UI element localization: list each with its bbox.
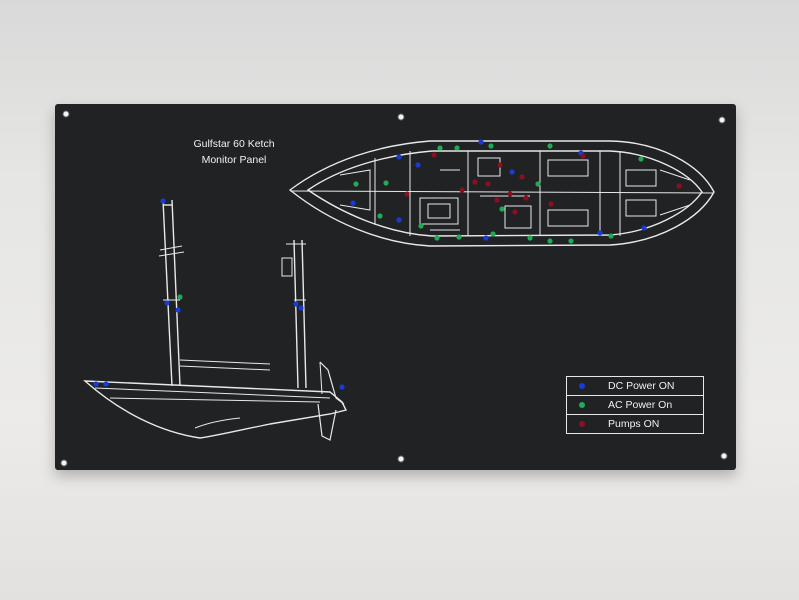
legend-row-ac: AC Power On	[567, 396, 703, 415]
sailboat-profile-icon	[83, 199, 348, 441]
led-indicator-icon	[177, 143, 644, 300]
deck-plan-icon	[288, 140, 715, 247]
led-indicator-icon	[93, 139, 647, 390]
legend-label: Pumps ON	[608, 418, 660, 430]
legend-row-dc: DC Power ON	[567, 377, 703, 396]
legend-label: DC Power ON	[608, 380, 675, 392]
mounting-screw-icon	[60, 110, 728, 467]
panel-title-line-2: Monitor Panel	[201, 154, 267, 166]
legend-label: AC Power On	[608, 399, 673, 411]
led-indicator-icon	[404, 152, 682, 215]
monitor-panel	[55, 104, 736, 470]
legend-row-pumps: Pumps ON	[567, 415, 703, 433]
led-indicator-icon	[579, 402, 585, 408]
led-legend: DC Power ON AC Power On Pumps ON	[566, 376, 704, 434]
panel-title: Gulfstar 60 Ketch Monitor Panel	[178, 136, 290, 168]
led-indicator-icon	[579, 421, 585, 427]
panel-title-line-1: Gulfstar 60 Ketch	[193, 138, 275, 150]
led-indicator-icon	[579, 383, 585, 389]
